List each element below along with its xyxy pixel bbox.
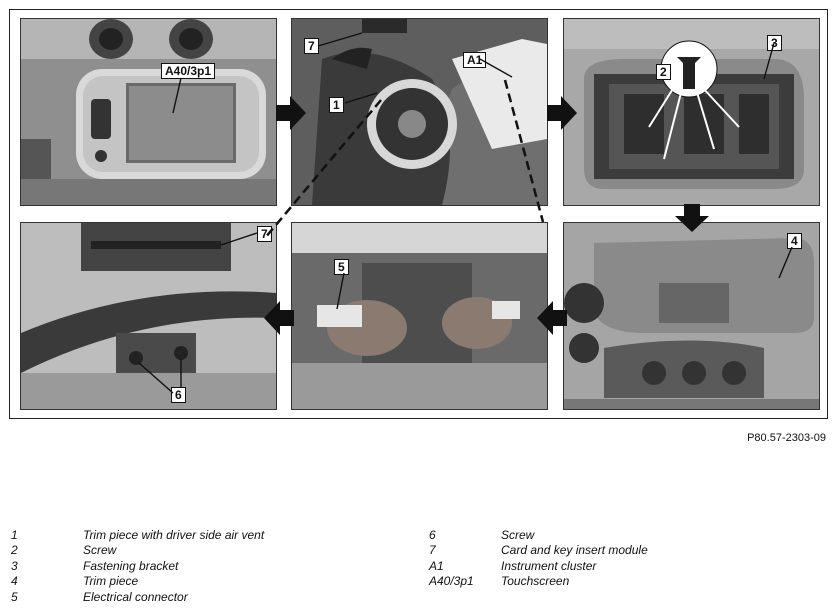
legend-item: 7 Card and key insert module: [429, 543, 648, 558]
legend-item: 1 Trim piece with driver side air vent: [11, 528, 264, 543]
legend-item: A1 Instrument cluster: [429, 559, 648, 574]
legend-item: 4 Trim piece: [11, 574, 264, 589]
legend-text: Trim piece with driver side air vent: [83, 528, 265, 542]
photo-panel-driver-vent: 7 1 A1: [291, 18, 548, 206]
legend-right: 6 Screw 7 Card and key insert module A1 Ins…: [429, 528, 648, 590]
legend-text: Touchscreen: [501, 574, 570, 589]
callout-3: 3: [767, 35, 782, 51]
legend-number: 1: [11, 528, 18, 542]
photo-panel-trim: 4: [563, 222, 820, 410]
legend-number: 2: [11, 543, 18, 558]
legend-number: 3: [11, 558, 18, 573]
leader-lines: [317, 32, 513, 104]
step-arrow-icon: [264, 301, 294, 335]
photo-panel-bracket: 2 3: [563, 18, 820, 206]
callout-2: 2: [656, 64, 671, 80]
callout-6: 6: [171, 387, 186, 403]
legend-item: 5 Electrical connector: [11, 590, 264, 605]
leader-lines: [778, 246, 793, 279]
callout-1: 1: [329, 97, 344, 113]
photo-key-module: [21, 223, 276, 409]
legend-number: 6: [429, 528, 436, 542]
photo-panel-key-module: 7 6: [20, 222, 277, 410]
figure-reference: P80.57-2303-09: [747, 432, 826, 444]
legend-text: Trim piece: [83, 574, 139, 589]
step-arrow-icon: [547, 96, 577, 130]
legend-number: 7: [429, 543, 436, 558]
figure-frame: A40/3p1 7 1 A1: [9, 9, 828, 419]
photo-panel-touchscreen: A40/3p1: [20, 18, 277, 206]
legend-number: 4: [11, 574, 18, 589]
legend-text: Screw: [501, 528, 535, 542]
legend-text: Card and key insert module: [501, 543, 648, 558]
photo-bracket: [564, 19, 819, 205]
legend-number: 5: [11, 589, 18, 604]
photo-trim: [564, 223, 819, 409]
legend-item: 2 Screw: [11, 543, 264, 558]
callout-5: 5: [334, 259, 349, 275]
step-arrow-icon: [276, 96, 306, 130]
leader-lines: [138, 232, 258, 394]
legend-text: Fastening bracket: [83, 558, 179, 573]
legend-left: 1 Trim piece with driver side air vent 2 S…: [11, 528, 264, 605]
callout-4: 4: [787, 233, 802, 249]
legend-item: A40/3p1 Touchscreen: [429, 574, 648, 589]
callout-7: 7: [257, 226, 272, 242]
step-arrow-icon: [675, 204, 709, 232]
legend-item: 6 Screw: [429, 528, 648, 543]
photo-touchscreen: [21, 19, 276, 205]
legend-number: A1: [429, 558, 444, 573]
step-arrow-icon: [537, 301, 567, 335]
legend-text: Instrument cluster: [501, 558, 597, 573]
legend-item: 3 Fastening bracket: [11, 559, 264, 574]
leader-lines: [336, 272, 345, 310]
leader-line: [172, 77, 182, 114]
legend-text: Screw: [83, 543, 117, 558]
callout-a1: A1: [463, 52, 487, 68]
cross-panel-leaders: [264, 79, 545, 239]
callout-a40-3p1: A40/3p1: [161, 63, 216, 79]
legend-number: A40/3p1: [429, 574, 474, 589]
legend-text: Electrical connector: [83, 589, 188, 604]
photo-connector: [292, 223, 547, 409]
leader-lines: [648, 42, 775, 160]
